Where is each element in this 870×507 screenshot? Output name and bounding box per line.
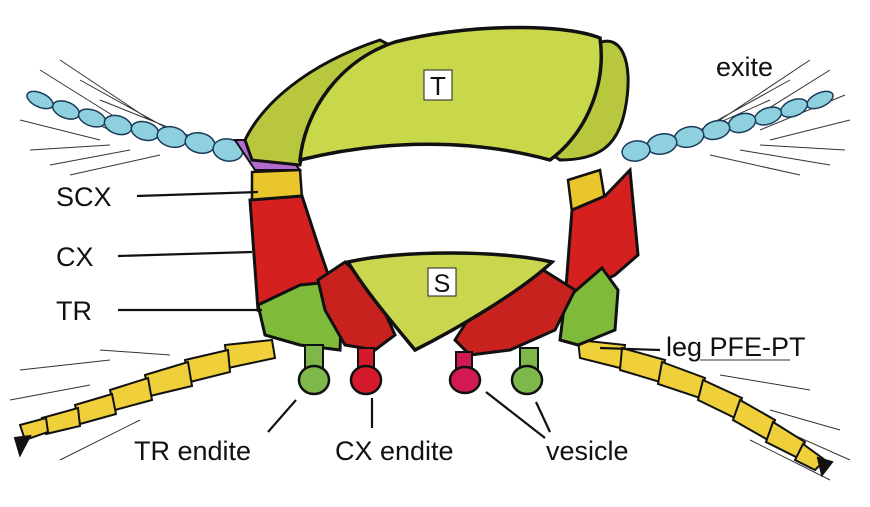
- label-scx: SCX: [56, 182, 112, 212]
- label-tr-endite: TR endite: [134, 436, 251, 466]
- label-exite: exite: [716, 52, 773, 82]
- vesicle-right: [450, 352, 480, 393]
- tergum: T: [245, 27, 628, 165]
- label-cx-endite: CX endite: [335, 436, 454, 466]
- label-vesicle: vesicle: [546, 436, 629, 466]
- label-tr: TR: [56, 296, 92, 326]
- leader-cx: [118, 252, 252, 256]
- cx-endite-left: [351, 348, 381, 394]
- tergum-label: T: [430, 71, 446, 101]
- label-leg: leg PFE-PT: [666, 332, 806, 362]
- leader-tr-endite: [268, 400, 296, 432]
- label-cx: CX: [56, 242, 94, 272]
- leader-scx: [137, 192, 258, 196]
- tr-endite-left: [299, 345, 329, 394]
- tr-endite-right: [512, 348, 542, 394]
- leader-vesicle-1: [486, 392, 545, 438]
- leader-vesicle-2: [536, 402, 550, 432]
- sternum-label: S: [434, 270, 451, 298]
- exite-right: [620, 88, 835, 164]
